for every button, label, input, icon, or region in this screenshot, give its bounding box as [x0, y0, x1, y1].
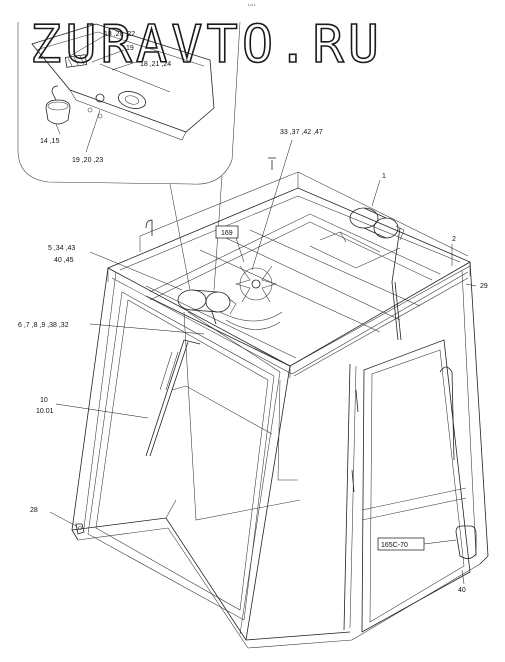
detail-pointer-lines — [169, 175, 223, 291]
front-wiper-motor — [177, 289, 237, 325]
callout-19: 19 — [126, 45, 134, 52]
callout-2: 2 — [452, 236, 456, 243]
watermark-text: ZURAVTO.RU — [30, 15, 383, 75]
callout-40: 40 — [458, 587, 466, 594]
callout-6-7-8-9-38-32: 6 ,7 ,8 ,9 ,38 ,32 — [18, 322, 69, 329]
cab-frame — [71, 157, 489, 649]
front-wiper-blade — [145, 339, 201, 457]
callout-10: 10 — [40, 397, 48, 404]
detail-bubble-outline — [17, 21, 241, 185]
rear-wiper-motor — [339, 207, 405, 243]
callout-18-21-24: 18 ,21 ,24 — [140, 61, 171, 68]
callout-10-01: 10.01 — [36, 408, 54, 415]
label-165c-70: 165C-70 — [381, 542, 408, 549]
callout-28: 28 — [30, 507, 38, 514]
label-box-169: 169 — [215, 225, 239, 239]
leader-lines — [49, 35, 477, 585]
callout-14-15: 14 ,15 — [40, 138, 60, 145]
callout-40-45: 40 ,45 — [54, 257, 74, 264]
detail-bracket-assembly — [31, 23, 215, 141]
callout-33-37-42-47: 33 ,37 ,42 ,47 — [280, 129, 323, 136]
callout-19-20-23: 19 ,20 ,23 — [72, 157, 103, 164]
callout-1: 1 — [382, 173, 386, 180]
roof-fan — [219, 265, 283, 330]
sheet-mark: 1 of 1 — [248, 3, 256, 7]
callout-18-20-22: 18 ,20 ,22 — [104, 31, 135, 38]
rear-wiper-blade — [391, 227, 402, 341]
callout-5-34-43: 5 ,34 ,43 — [48, 245, 75, 252]
washer-bottle — [455, 525, 477, 559]
washer-nozzle — [75, 523, 85, 535]
callout-29: 29 — [480, 283, 488, 290]
label-169: 169 — [221, 230, 233, 237]
label-box-165c-70: 165C-70 — [377, 537, 425, 551]
detail-knob — [45, 99, 71, 125]
